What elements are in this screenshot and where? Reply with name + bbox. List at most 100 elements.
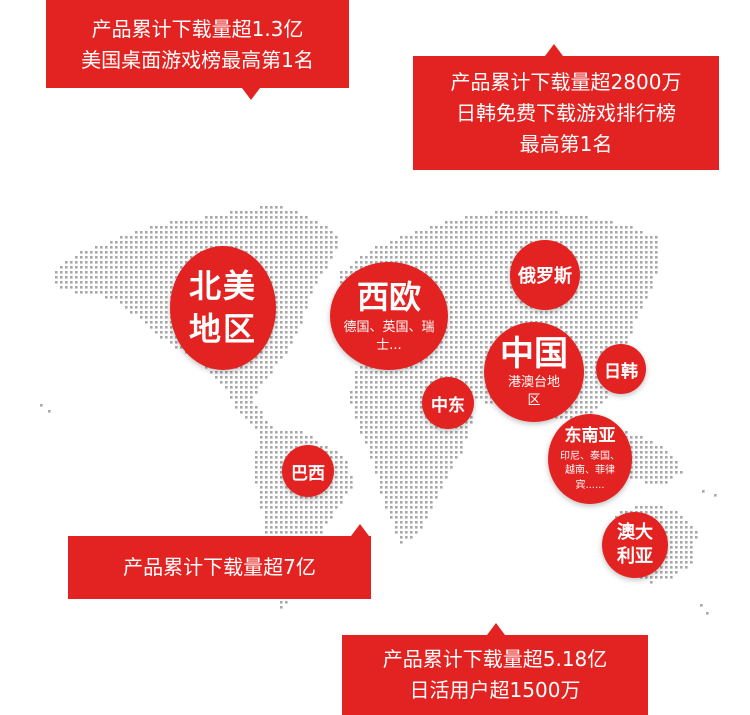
map-dot [400,386,403,389]
map-dot [550,211,553,214]
map-dot [275,216,278,219]
map-dot [465,336,468,339]
map-dot [230,231,233,234]
map-dot [600,271,603,274]
map-dot [300,516,303,519]
region-brazil: 巴西 [282,445,334,497]
map-dot [495,326,498,329]
map-dot [325,246,328,249]
map-dot [390,431,393,434]
map-dot [330,486,333,489]
map-dot [465,226,468,229]
map-dot [355,381,358,384]
map-dot [435,226,438,229]
map-dot [605,396,608,399]
map-dot [455,326,458,329]
map-dot [420,401,423,404]
map-dot [115,276,118,279]
map-dot [490,271,493,274]
map-dot [405,536,408,539]
map-dot [585,371,588,374]
map-dot [310,501,313,504]
map-dot [405,401,408,404]
map-dot [465,371,468,374]
map-dot [585,411,588,414]
map-dot [405,386,408,389]
map-dot [670,461,673,464]
map-dot [670,466,673,469]
map-dot [625,241,628,244]
map-dot [405,506,408,509]
map-dot [515,251,518,254]
map-dot [235,396,238,399]
map-dot [425,266,428,269]
map-dot [285,336,288,339]
map-dot [450,306,453,309]
map-dot [470,386,473,389]
map-dot [90,281,93,284]
map-dot [485,316,488,319]
map-dot [300,281,303,284]
map-dot [615,246,618,249]
map-dot [620,311,623,314]
map-dot [475,396,478,399]
map-dot [350,481,353,484]
map-dot [435,441,438,444]
map-dot [260,426,263,429]
map-dot [595,281,598,284]
map-dot [120,266,123,269]
map-dot [280,516,283,519]
map-dot [480,376,483,379]
map-dot [395,461,398,464]
map-dot [435,236,438,239]
map-dot [435,451,438,454]
map-dot [440,456,443,459]
map-dot [155,236,158,239]
map-dot [320,531,323,534]
map-dot [450,331,453,334]
map-dot [390,476,393,479]
map-dot [245,386,248,389]
map-dot [585,391,588,394]
map-dot [295,431,298,434]
map-dot [490,296,493,299]
map-dot [555,221,558,224]
map-dot [280,261,283,264]
map-dot [105,261,108,264]
map-dot [250,211,253,214]
map-dot [405,496,408,499]
map-dot [600,386,603,389]
map-dot [425,451,428,454]
map-dot [435,361,438,364]
map-dot [285,526,288,529]
callout-line: 日韩免费下载游戏排行榜 [456,100,676,125]
map-dot [130,241,133,244]
map-dot [470,416,473,419]
map-dot [250,361,253,364]
map-dot [185,246,188,249]
map-dot [320,501,323,504]
map-dot [265,256,268,259]
map-dot [420,476,423,479]
map-dot [335,471,338,474]
map-dot [390,436,393,439]
map-dot [405,451,408,454]
map-dot [300,231,303,234]
map-dot [505,211,508,214]
map-dot [430,266,433,269]
map-dot [695,531,698,534]
map-dot [450,321,453,324]
map-dot [345,481,348,484]
map-dot [370,441,373,444]
map-dot [410,501,413,504]
map-dot [450,251,453,254]
map-dot [265,486,268,489]
map-dot [435,496,438,499]
map-dot [400,391,403,394]
map-dot [90,261,93,264]
map-dot [170,256,173,259]
map-dot [250,416,253,419]
map-dot [510,316,513,319]
map-dot [160,246,163,249]
map-dot [275,451,278,454]
